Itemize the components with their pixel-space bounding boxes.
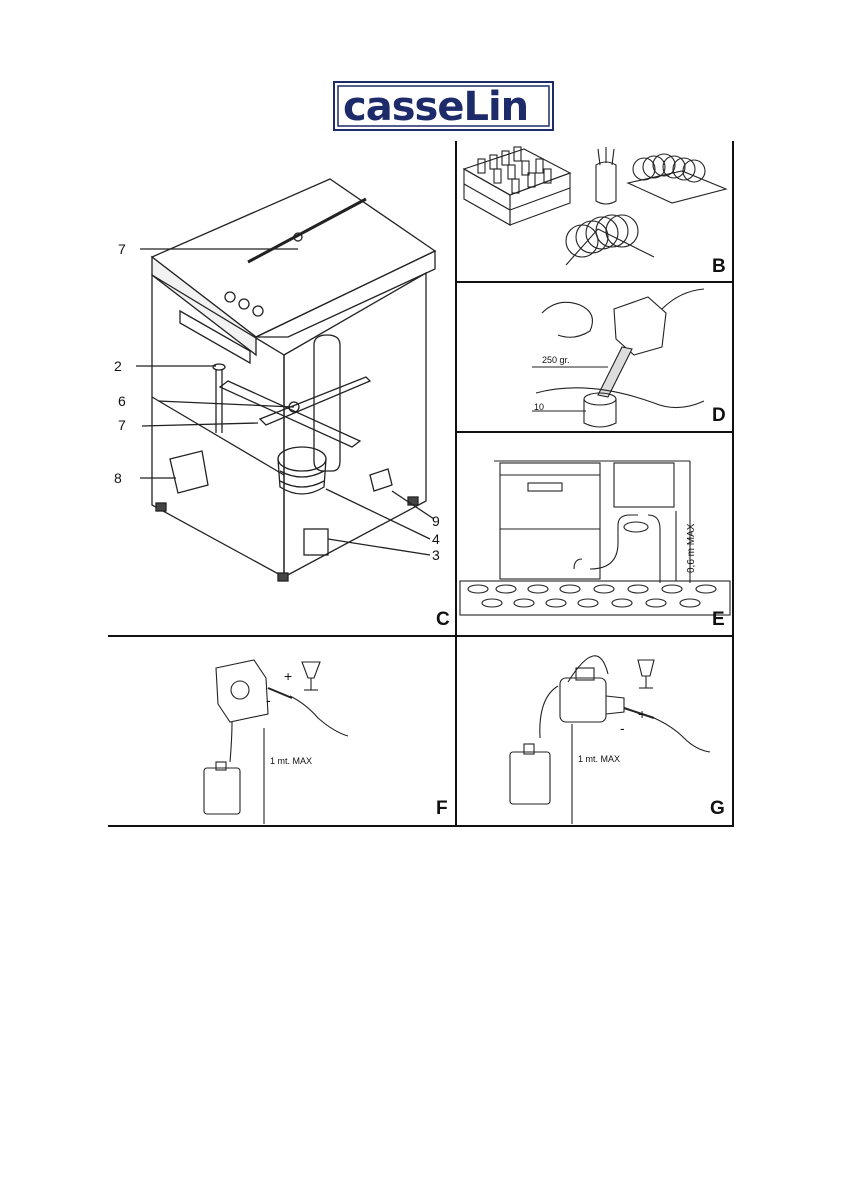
salt-drawing — [458, 283, 731, 430]
panel-letter-c: C — [436, 609, 450, 631]
callout-6: 6 — [118, 393, 126, 409]
dose-label: 250 gr. — [542, 355, 570, 365]
plus-sign-g: + — [638, 706, 646, 722]
rinse-aid-pump-drawing — [458, 638, 731, 824]
panel-letter-e: E — [712, 609, 725, 631]
divider-right-edge — [732, 141, 734, 827]
panel-c-dishwasher: 7 2 6 7 8 9 4 3 C — [108, 141, 454, 635]
plus-sign: + — [284, 668, 292, 684]
panel-f-detergent-pump: + - 1 mt. MAX F — [108, 638, 454, 824]
callout-3: 3 — [432, 547, 440, 563]
divider-horizontal-bottom — [108, 635, 734, 637]
callout-7-bottom: 7 — [118, 417, 126, 433]
minus-sign: - — [266, 692, 271, 708]
height-label: 0,6 m MAX — [686, 524, 697, 573]
panel-letter-b: B — [712, 256, 726, 278]
logo-text: casseLin — [343, 87, 528, 127]
casselin-logo: casseLin — [333, 81, 554, 131]
panel-g-rinse-aid-pump: + - 1 mt. MAX G — [458, 638, 731, 824]
panel-letter-g: G — [710, 798, 725, 820]
panel-letter-f: F — [436, 798, 448, 820]
part-label-10: 10 — [534, 402, 544, 412]
callout-9: 9 — [432, 513, 440, 529]
minus-sign-g: - — [620, 720, 625, 736]
length-label-g: 1 mt. MAX — [578, 754, 620, 764]
panel-letter-d: D — [712, 405, 726, 427]
callout-7-top: 7 — [118, 241, 126, 257]
callout-2: 2 — [114, 358, 122, 374]
panel-b-racks: B — [458, 141, 731, 280]
panel-d-salt: 250 gr. 10 D — [458, 283, 731, 430]
racks-drawing — [458, 141, 731, 280]
callout-8: 8 — [114, 470, 122, 486]
divider-bottom — [108, 825, 734, 827]
dishwasher-drawing — [108, 141, 454, 635]
divider-vertical — [455, 141, 457, 827]
detergent-pump-drawing — [108, 638, 454, 824]
illustration-sheet: 7 2 6 7 8 9 4 3 C — [108, 141, 734, 827]
callout-4: 4 — [432, 531, 440, 547]
length-label-f: 1 mt. MAX — [270, 756, 312, 766]
panel-e-installation: 0,6 m MAX E — [458, 433, 731, 634]
